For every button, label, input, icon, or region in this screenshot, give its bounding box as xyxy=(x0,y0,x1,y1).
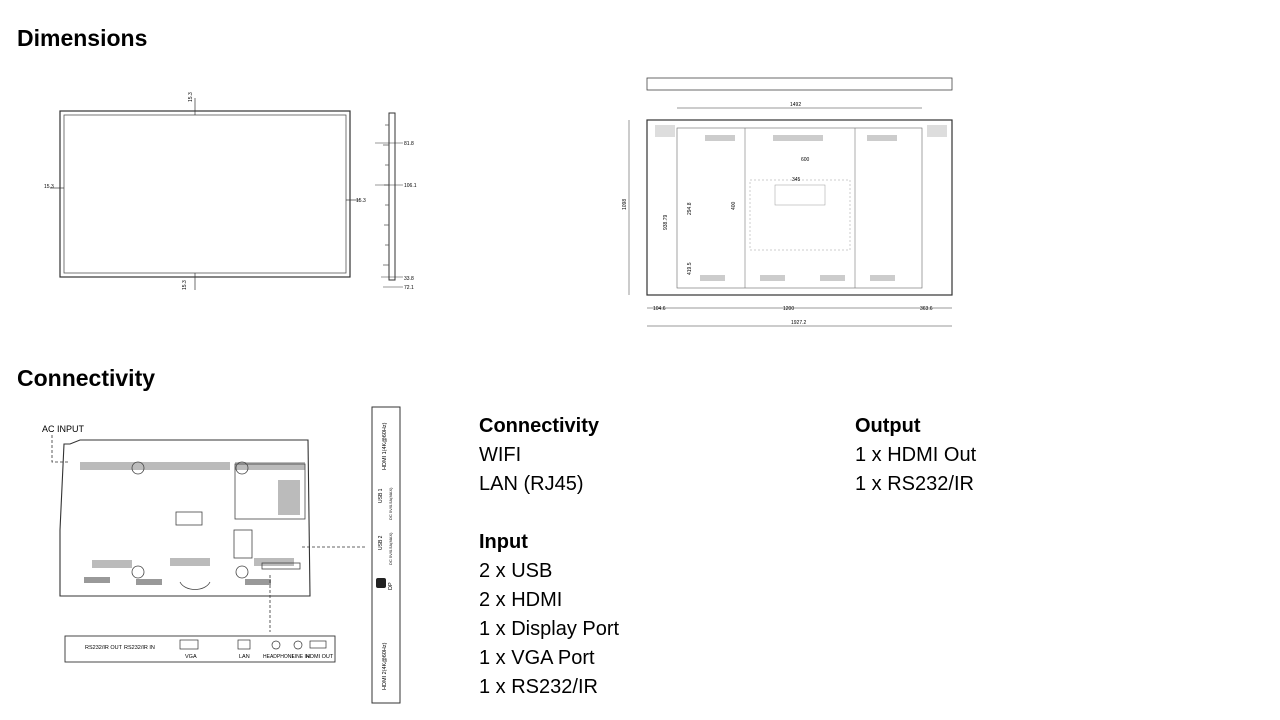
side-dim-4: 72.1 xyxy=(404,285,414,291)
input-spec-title: Input xyxy=(479,531,528,553)
side-hdmi2-label: HDMI 2(4K@60Hz) xyxy=(382,642,388,690)
rear-h2: 294.8 xyxy=(687,202,693,215)
port-hdmi-out-label: HDMI OUT xyxy=(306,654,334,660)
output-item: 1 x RS232/IR xyxy=(855,473,974,495)
side-dp-label: DP xyxy=(388,582,394,590)
rear-w600: 600 xyxy=(801,157,810,163)
connectivity-heading: Connectivity xyxy=(17,365,156,391)
ac-input-label: AC INPUT xyxy=(42,424,85,434)
input-item: 1 x RS232/IR xyxy=(479,676,598,698)
output-item: 1 x HDMI Out xyxy=(855,444,977,466)
connectivity-spec-title: Connectivity xyxy=(479,415,600,437)
connectivity-item: WIFI xyxy=(479,444,522,466)
front-right-dim: 15.3 xyxy=(356,198,366,204)
input-item: 2 x HDMI xyxy=(479,589,563,611)
dimensions-heading: Dimensions xyxy=(17,25,148,51)
rear-w345: 345 xyxy=(792,177,801,183)
port-line-in-label: LINE IN xyxy=(292,654,310,660)
side-dim-2: 106.1 xyxy=(404,183,417,189)
input-item: 1 x VGA Port xyxy=(479,647,595,669)
port-vga-label: VGA xyxy=(185,654,197,660)
input-spec: Input 2 x USB 2 x HDMI 1 x Display Port … xyxy=(479,528,619,702)
side-usb2-label: USB 2 xyxy=(378,535,384,550)
rear-left-offset: 104.6 xyxy=(653,306,666,312)
side-hdmi1-label: HDMI 1(4K@60Hz) xyxy=(382,422,388,470)
side-port-strip: HDMI 1(4K@60Hz) USB 1 DC 5V/0.5A(MAX) US… xyxy=(370,405,402,705)
input-item: 2 x USB xyxy=(479,560,553,582)
front-left-dim: 15.3 xyxy=(44,184,54,190)
side-dim-3: 33.8 xyxy=(404,276,414,282)
side-dim-1: 81.8 xyxy=(404,141,414,147)
front-view-drawing: 15.3 15.3 15.3 15.3 xyxy=(40,90,370,300)
side-usb1-spec: DC 5V/0.5A(MAX) xyxy=(388,487,393,520)
rear-h1: 938.79 xyxy=(663,214,669,230)
port-headphone-label: HEADPHONE xyxy=(263,654,295,660)
output-spec: Output 1 x HDMI Out 1 x RS232/IR xyxy=(855,412,976,499)
front-top-dim: 15.3 xyxy=(188,92,194,102)
connectivity-spec: Connectivity WIFI LAN (RJ45) xyxy=(479,412,599,499)
port-lan-label: LAN xyxy=(239,654,250,660)
rear-h4: 400 xyxy=(731,201,737,210)
connectivity-item: LAN (RJ45) xyxy=(479,473,584,495)
port-rs232-in-label: RS232/IR IN xyxy=(124,645,155,651)
port-rs232-out-label: RS232/IR OUT xyxy=(85,645,123,651)
side-view-drawing: 81.8 106.1 33.8 72.1 xyxy=(375,105,425,295)
side-usb2-spec: DC 5V/0.5A(MAX) xyxy=(388,532,393,565)
input-item: 1 x Display Port xyxy=(479,618,620,640)
output-spec-title: Output xyxy=(855,415,921,437)
rear-total-width: 1927.2 xyxy=(791,320,807,326)
side-usb1-label: USB 1 xyxy=(378,488,384,503)
rear-view-drawing: 1492 600 345 1098 938.79 294.8 419.5 400… xyxy=(615,70,965,330)
rear-right-offset: 363.6 xyxy=(920,306,933,312)
back-panel-drawing: AC INPUT RS232/IR OUT RS232/IR IN VGA LA… xyxy=(40,420,370,665)
rear-center-width: 1200 xyxy=(783,306,794,312)
rear-h3: 419.5 xyxy=(687,262,693,275)
rear-height: 1098 xyxy=(622,199,628,210)
front-bottom-dim: 15.3 xyxy=(182,280,188,290)
rear-width-inner: 1492 xyxy=(790,102,801,108)
